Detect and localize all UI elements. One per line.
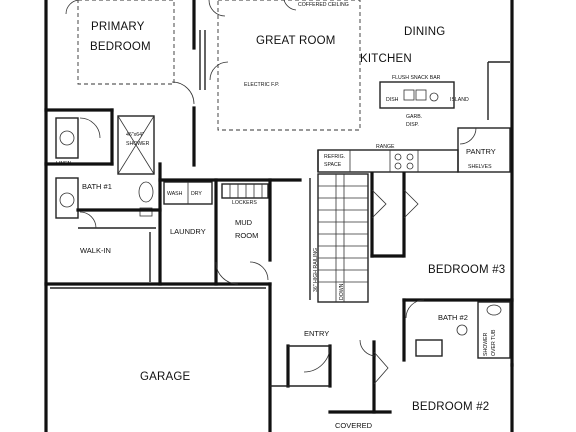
exterior-walls [44,0,514,432]
garb-note-line1: GARB. [406,114,422,120]
shower-size-note: 46"x64" [126,132,144,138]
garb-note-line2: DISP. [406,122,419,128]
bath-1-label: BATH #1 [82,182,112,191]
room-labels: PRIMARY BEDROOM GREAT ROOM DINING KITCHE… [56,21,505,430]
dish-note: DISH [386,97,399,103]
shelves-note: SHELVES [468,164,492,170]
kitchen-area [317,61,511,173]
bedroom-2-label: BEDROOM #2 [412,401,489,413]
space-note: SPACE [324,162,342,168]
linen-label: LINEN [56,161,72,167]
flush-snack-bar-note: FLUSH SNACK BAR [392,75,441,81]
down-note: DOWN [339,283,345,300]
great-room-label: GREAT ROOM [256,35,336,47]
garage-label: GARAGE [140,371,191,383]
pantry-label: PANTRY [466,147,496,156]
walk-in-label: WALK-IN [80,246,111,255]
primary-bedroom-area [44,0,206,167]
shower-over-tub-note-line1: SHOWER [483,332,489,356]
covered-label: COVERED [335,421,373,430]
entry-bedroom-2-area [270,339,392,414]
electric-fp-note: ELECTRIC F.P. [244,82,279,88]
plan-notes: COFFERED CEILING ELECTRIC F.P. FLUSH SNA… [126,2,497,356]
railing-note: 36" HIGH RAILING [313,248,319,292]
refrig-note: REFRIG. [324,154,345,160]
mud-room-label-line2: ROOM [235,231,258,240]
bath-2-label: BATH #2 [438,313,468,322]
primary-bedroom-label-line1: PRIMARY [91,21,145,33]
island-note: ISLAND [450,97,469,103]
primary-bedroom-label-line2: BEDROOM [90,41,151,53]
kitchen-label: KITCHEN [360,53,412,65]
dining-label: DINING [404,26,445,38]
dry-note: DRY [191,191,202,197]
laundry-label: LAUNDRY [170,227,206,236]
mud-room-label-line1: MUD [235,218,253,227]
great-room-area [208,0,361,131]
coffered-ceiling-note: COFFERED CEILING [298,2,349,8]
wash-note: WASH [167,191,183,197]
laundry-mud-area [158,178,302,286]
entry-label: ENTRY [304,329,329,338]
bath-1-area [44,108,162,286]
range-note: RANGE [376,144,395,150]
lockers-note: LOCKERS [232,200,257,206]
shower-note: SHOWER [126,141,150,147]
shower-over-tub-note-line2: OVER TUB [491,329,497,356]
bedroom-3-label: BEDROOM #3 [428,264,505,276]
bedroom-3-area [370,172,514,362]
stairs [309,173,369,303]
